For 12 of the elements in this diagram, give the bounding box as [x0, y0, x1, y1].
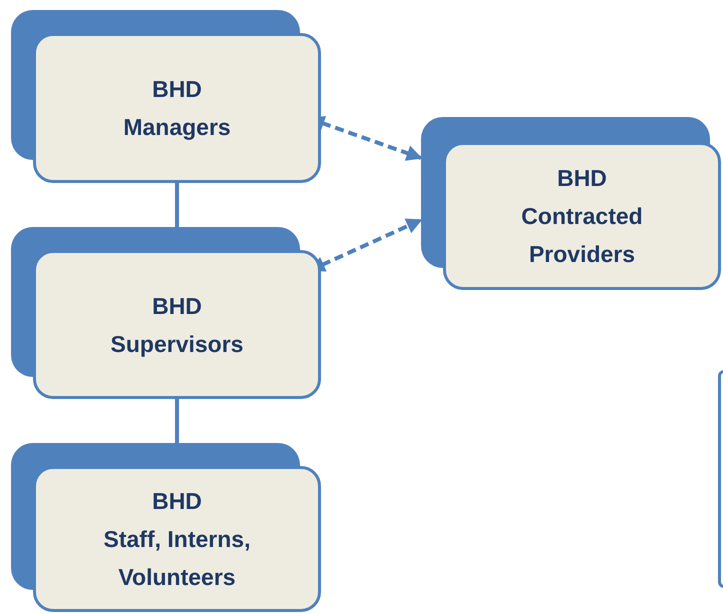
box-heading: BHD — [152, 487, 202, 516]
box-label: Contracted Providers — [520, 202, 644, 269]
box-label: Staff, Interns, Volunteers — [102, 525, 252, 592]
process-box — [33, 250, 321, 399]
box-heading: BHD — [152, 292, 202, 320]
process-box — [33, 33, 321, 183]
box-label: Managers — [123, 113, 231, 142]
process-box — [33, 466, 321, 612]
process-box — [443, 142, 721, 290]
box-heading: BHD — [152, 75, 202, 104]
box-heading: BHD — [557, 164, 607, 193]
box-label: Supervisors — [110, 330, 244, 359]
